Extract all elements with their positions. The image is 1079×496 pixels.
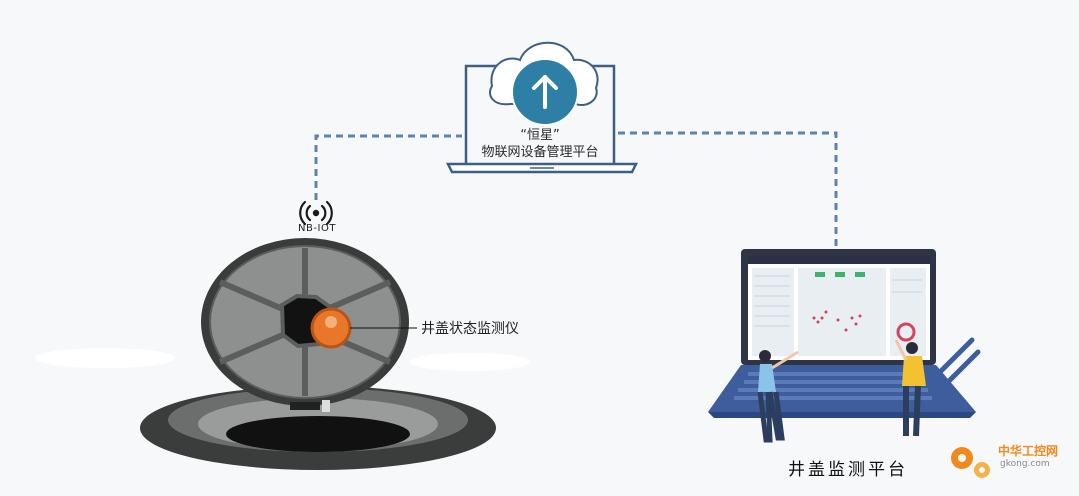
gear-icon bbox=[951, 447, 990, 478]
wireless-signal-icon bbox=[299, 200, 333, 226]
person-right bbox=[894, 339, 926, 437]
sensor-label: 井盖状态监测仪 bbox=[421, 321, 519, 337]
platform-title-quote: “恒星” bbox=[520, 128, 560, 143]
watermark-domain: gkong.com bbox=[1000, 459, 1050, 469]
person-left bbox=[757, 350, 799, 443]
cloud-icon bbox=[489, 41, 599, 126]
manhole-cover bbox=[201, 238, 409, 412]
watermark-name: 中华工控网 bbox=[998, 444, 1059, 458]
connection-lines bbox=[314, 131, 838, 250]
nbiot-label: NB-IOT bbox=[298, 223, 336, 234]
sensor-device bbox=[310, 307, 417, 349]
link-cloud-to-monitor bbox=[618, 131, 838, 250]
monitor-laptop bbox=[708, 249, 981, 418]
road-shadow-2 bbox=[410, 353, 530, 371]
link-cover-to-cloud bbox=[314, 134, 462, 200]
monitor-platform-label: 井盖监测平台 bbox=[788, 460, 908, 480]
road-shadow bbox=[35, 348, 175, 368]
manhole-pit bbox=[140, 386, 496, 470]
platform-title: 物联网设备管理平台 bbox=[481, 145, 599, 160]
